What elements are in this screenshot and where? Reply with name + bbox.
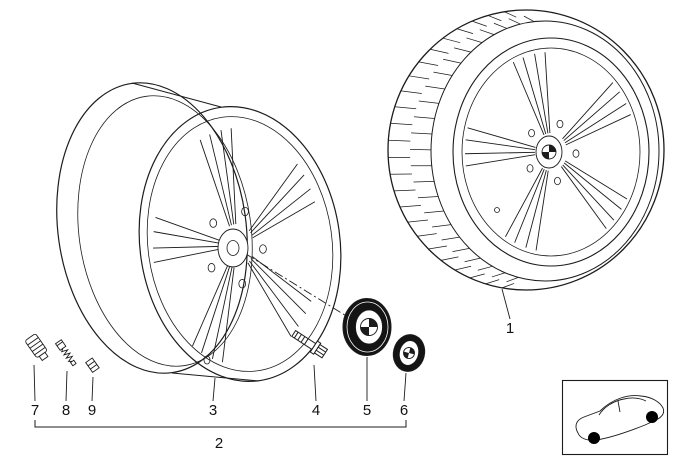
wheel-position-dot-rear bbox=[588, 432, 600, 444]
wheel-position-dot-front bbox=[646, 411, 658, 423]
bmw-emblem-drawing bbox=[392, 334, 426, 372]
wheel-bolt-holes bbox=[526, 119, 580, 186]
bmw-roundel-icon bbox=[360, 318, 378, 336]
part-labels: 1 2 3 4 5 6 7 8 9 bbox=[31, 320, 514, 452]
part-label-7[interactable]: 7 bbox=[31, 402, 39, 419]
valve-hole bbox=[203, 355, 211, 365]
part-label-8[interactable]: 8 bbox=[62, 402, 70, 419]
rim-bolt-holes bbox=[207, 206, 267, 289]
part-label-5[interactable]: 5 bbox=[363, 402, 371, 419]
hub-cap-drawing bbox=[342, 298, 392, 356]
valve-insert-drawing bbox=[85, 357, 100, 374]
car-position-thumbnail bbox=[561, 379, 669, 456]
part-label-4[interactable]: 4 bbox=[312, 402, 320, 419]
part-label-2[interactable]: 2 bbox=[215, 435, 223, 452]
bmw-roundel-icon bbox=[541, 144, 557, 160]
bmw-roundel-icon bbox=[403, 347, 415, 359]
part-label-6[interactable]: 6 bbox=[400, 402, 408, 419]
wheel-spokes bbox=[465, 52, 631, 251]
tire-tread-pattern bbox=[388, 11, 535, 289]
valve-core-drawing bbox=[54, 339, 77, 367]
part-label-3[interactable]: 3 bbox=[209, 402, 217, 419]
alloy-rim-drawing bbox=[56, 82, 342, 382]
valve-hole bbox=[494, 207, 500, 213]
group-bracket bbox=[34, 420, 407, 428]
rim-spokes bbox=[153, 128, 316, 363]
wheel-bolt-drawing bbox=[291, 329, 329, 359]
leader-lines bbox=[33, 288, 511, 402]
wheel-with-tire-drawing bbox=[387, 9, 665, 291]
valve-cap-drawing bbox=[25, 333, 49, 362]
part-label-1[interactable]: 1 bbox=[506, 320, 514, 337]
part-label-9[interactable]: 9 bbox=[88, 402, 96, 419]
